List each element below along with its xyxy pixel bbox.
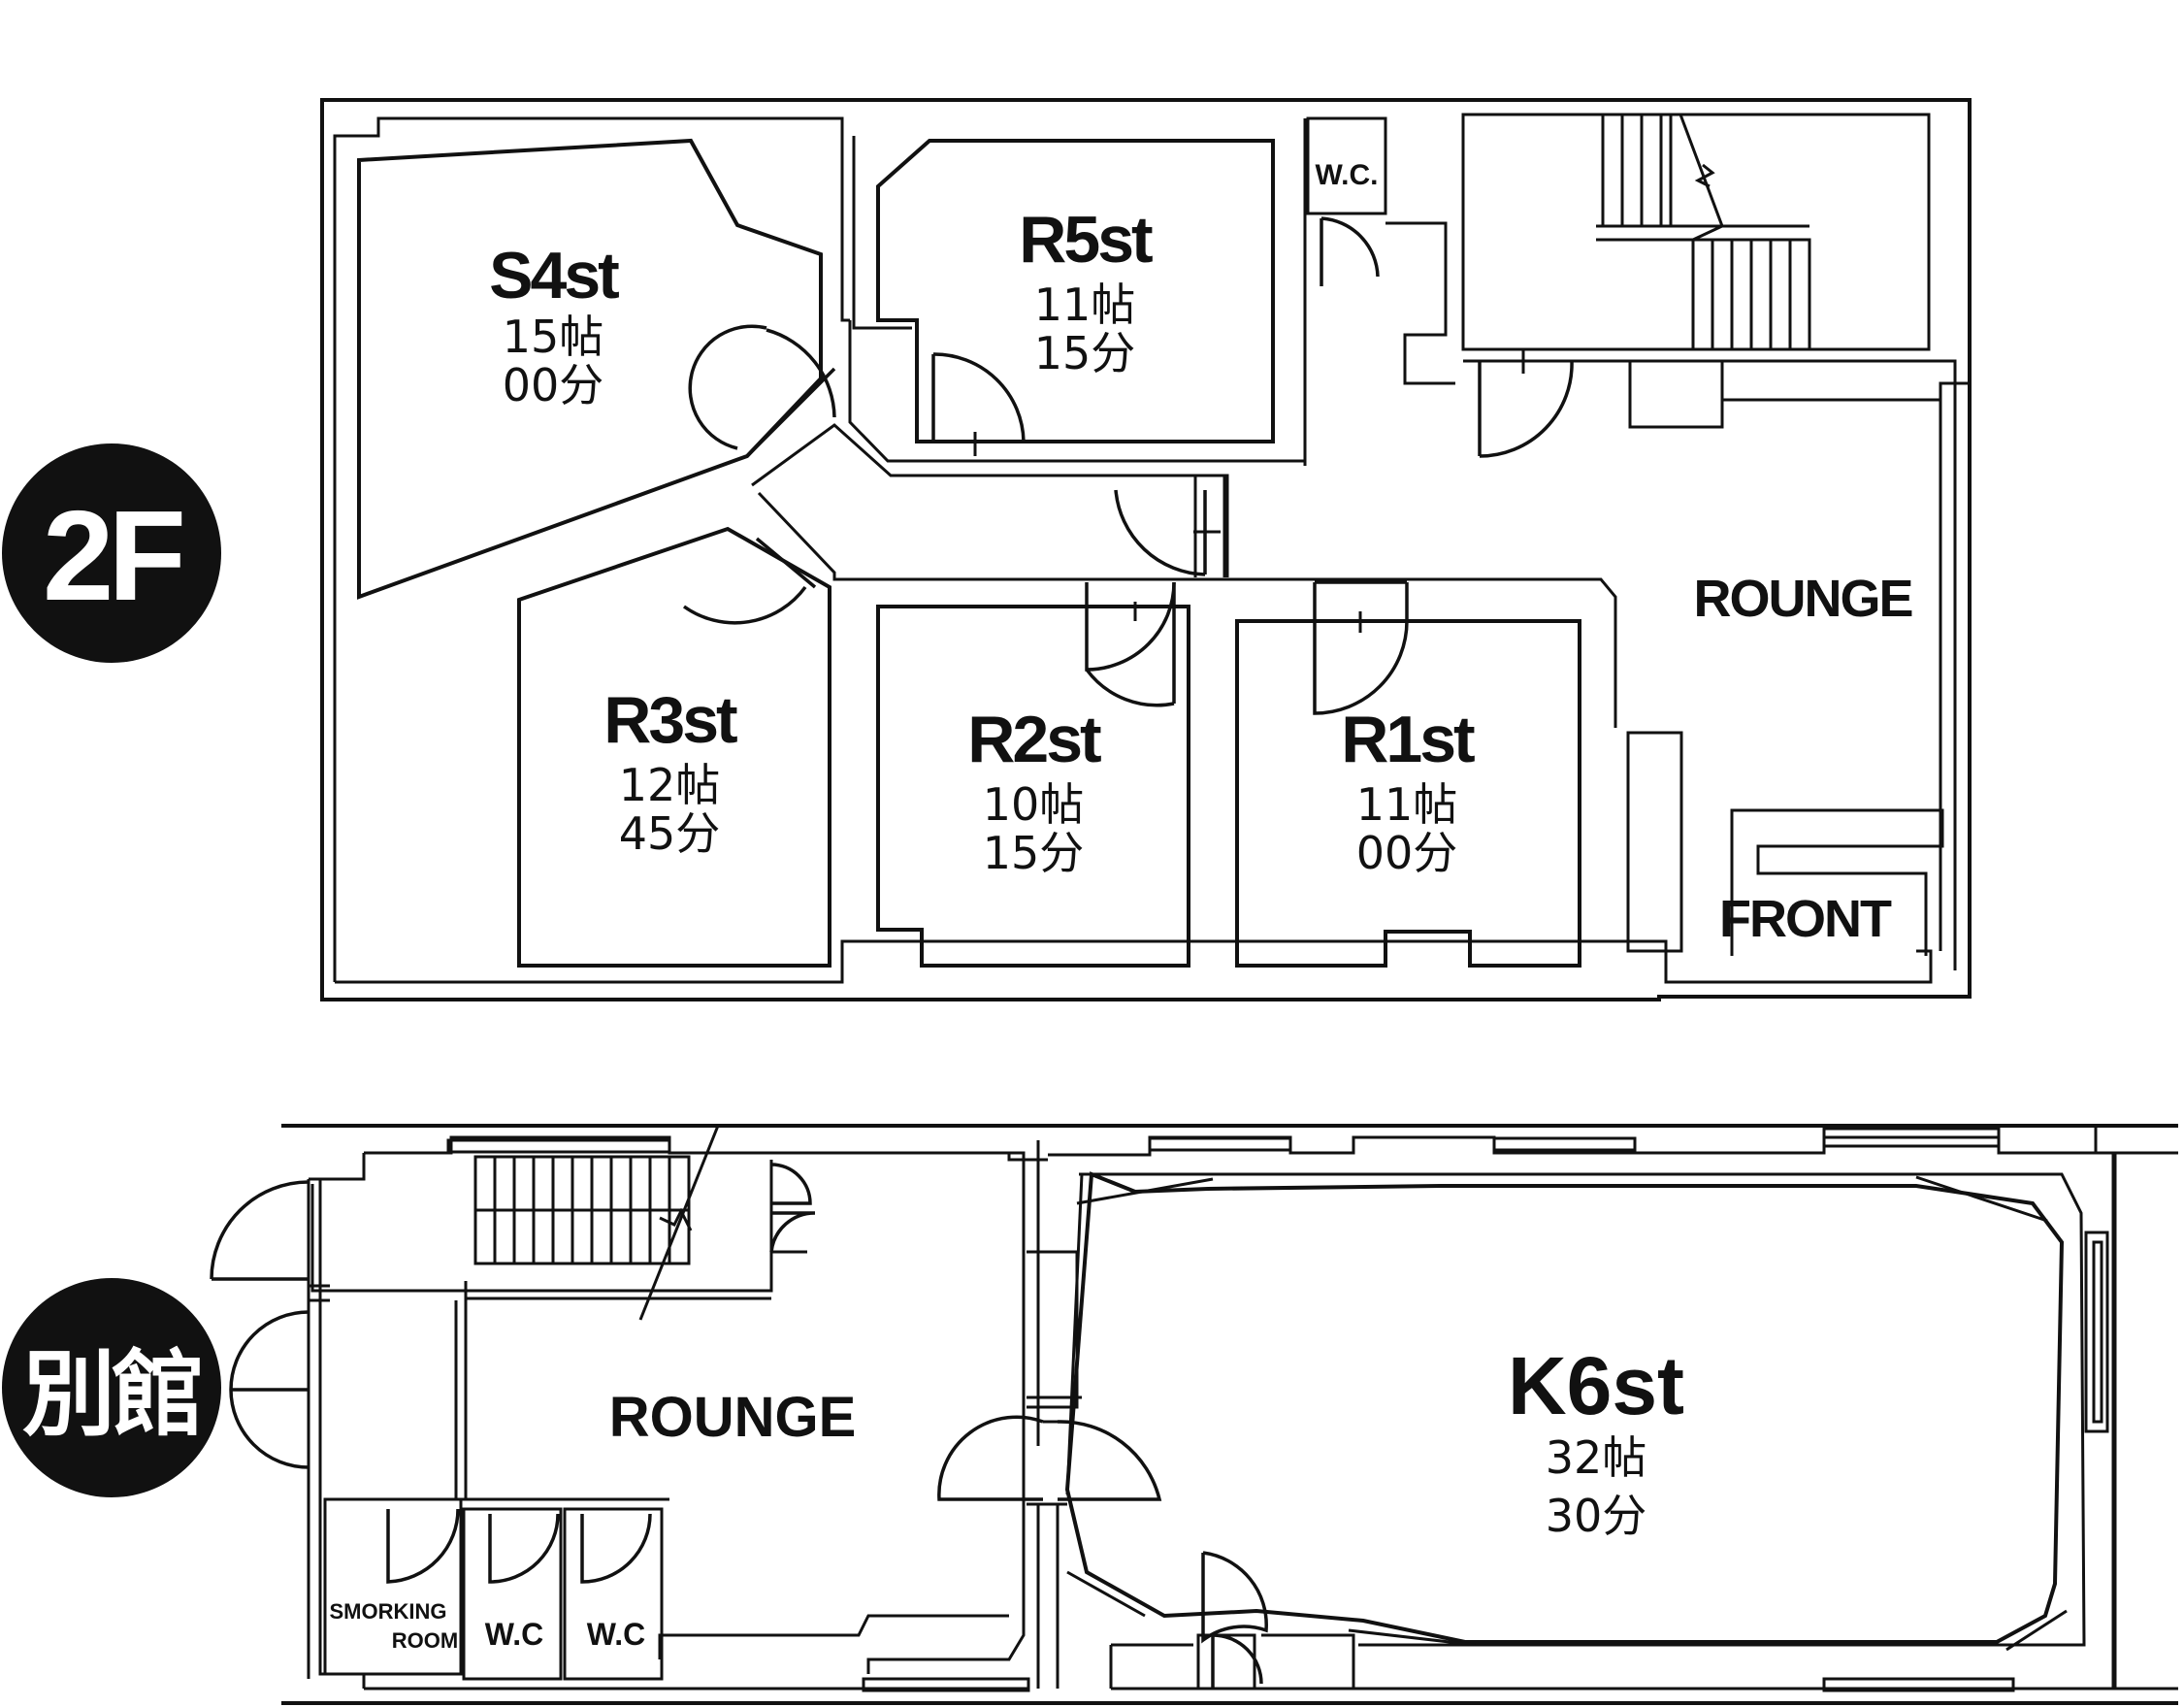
room-k6st-size: 32帖 — [1546, 1431, 1647, 1484]
room-r2st-size: 10帖 — [983, 778, 1085, 831]
room-r3st-time: 45分 — [619, 807, 721, 860]
badge-2f: 2F — [2, 443, 221, 663]
room-r1st-size: 11帖 — [1356, 778, 1458, 831]
floor-2f: S4st 15帖 00分 R5st 11帖 15分 R3st 12帖 45分 R… — [320, 98, 1972, 1001]
room-k6st-time: 30分 — [1546, 1490, 1647, 1542]
floor-annex: ROUNGE SMORKING ROOM W.C W.C — [210, 1124, 2178, 1705]
annex-lounge-label: ROUNGE — [609, 1386, 857, 1449]
room-r1st-name: R1st — [1341, 703, 1475, 776]
2f-front-label: FRONT — [1719, 890, 1892, 948]
badge-annex: 別館 — [2, 1278, 221, 1497]
room-r3st-name: R3st — [603, 683, 737, 757]
k6st-entry-door[interactable] — [937, 1415, 1162, 1501]
k6st-side-window — [2084, 1231, 2109, 1433]
annex-stair-door[interactable] — [770, 1163, 812, 1205]
annex-smoking-label-1: SMORKING — [330, 1599, 447, 1624]
room-k6st[interactable] — [1064, 1171, 2065, 1644]
annex-wc-1 — [462, 1507, 563, 1681]
2f-lounge-label: ROUNGE — [1693, 570, 1911, 628]
2f-inner-wall — [335, 939, 1933, 984]
2f-wc-label: W.C. — [1316, 159, 1379, 191]
room-r5st-name: R5st — [1019, 203, 1153, 277]
room-r1st[interactable] — [1235, 619, 1581, 968]
badge-annex-text: 別館 — [22, 1343, 201, 1447]
room-s4st-time: 00分 — [503, 359, 604, 411]
annex-wc-2 — [563, 1507, 664, 1681]
room-s4st[interactable] — [357, 138, 823, 600]
2f-doors[interactable] — [682, 216, 1574, 715]
2f-stairs — [1596, 113, 1811, 351]
room-r5st-time: 15分 — [1034, 327, 1136, 379]
room-r3st-size: 12帖 — [619, 759, 721, 811]
2f-building-floor — [320, 98, 1972, 1001]
annex-wc-2-label: W.C — [587, 1617, 645, 1652]
2f-lounge-counter — [1626, 731, 1683, 953]
annex-smoking-room — [323, 1497, 463, 1676]
annex-entry-doors[interactable] — [210, 1180, 310, 1469]
room-s4st-size: 15帖 — [503, 311, 604, 363]
annex-bottom-doors[interactable] — [386, 1508, 652, 1584]
k6st-bottom-door[interactable] — [1196, 1551, 1268, 1691]
room-r2st[interactable] — [876, 605, 1190, 968]
room-r3st[interactable] — [517, 526, 831, 968]
room-r2st-name: R2st — [967, 703, 1101, 776]
room-r2st-time: 15分 — [983, 827, 1085, 879]
room-k6st-name: K6st — [1508, 1340, 1684, 1431]
room-s4st-name: S4st — [489, 239, 619, 312]
annex-lounge-wall — [461, 1298, 468, 1501]
2f-stairwell — [1461, 113, 1931, 351]
room-r1st-time: 00分 — [1356, 827, 1458, 879]
annex-wc-1-label: W.C — [485, 1617, 543, 1652]
room-r5st[interactable] — [876, 139, 1275, 443]
2f-wc-room — [1306, 116, 1387, 215]
2f-corridor-wall — [848, 118, 1307, 466]
2f-front-counter — [1730, 808, 1944, 956]
annex-smoking-label-2: ROOM — [392, 1628, 458, 1653]
badge-2f-text: 2F — [43, 484, 181, 627]
room-r5st-size: 11帖 — [1034, 279, 1136, 331]
